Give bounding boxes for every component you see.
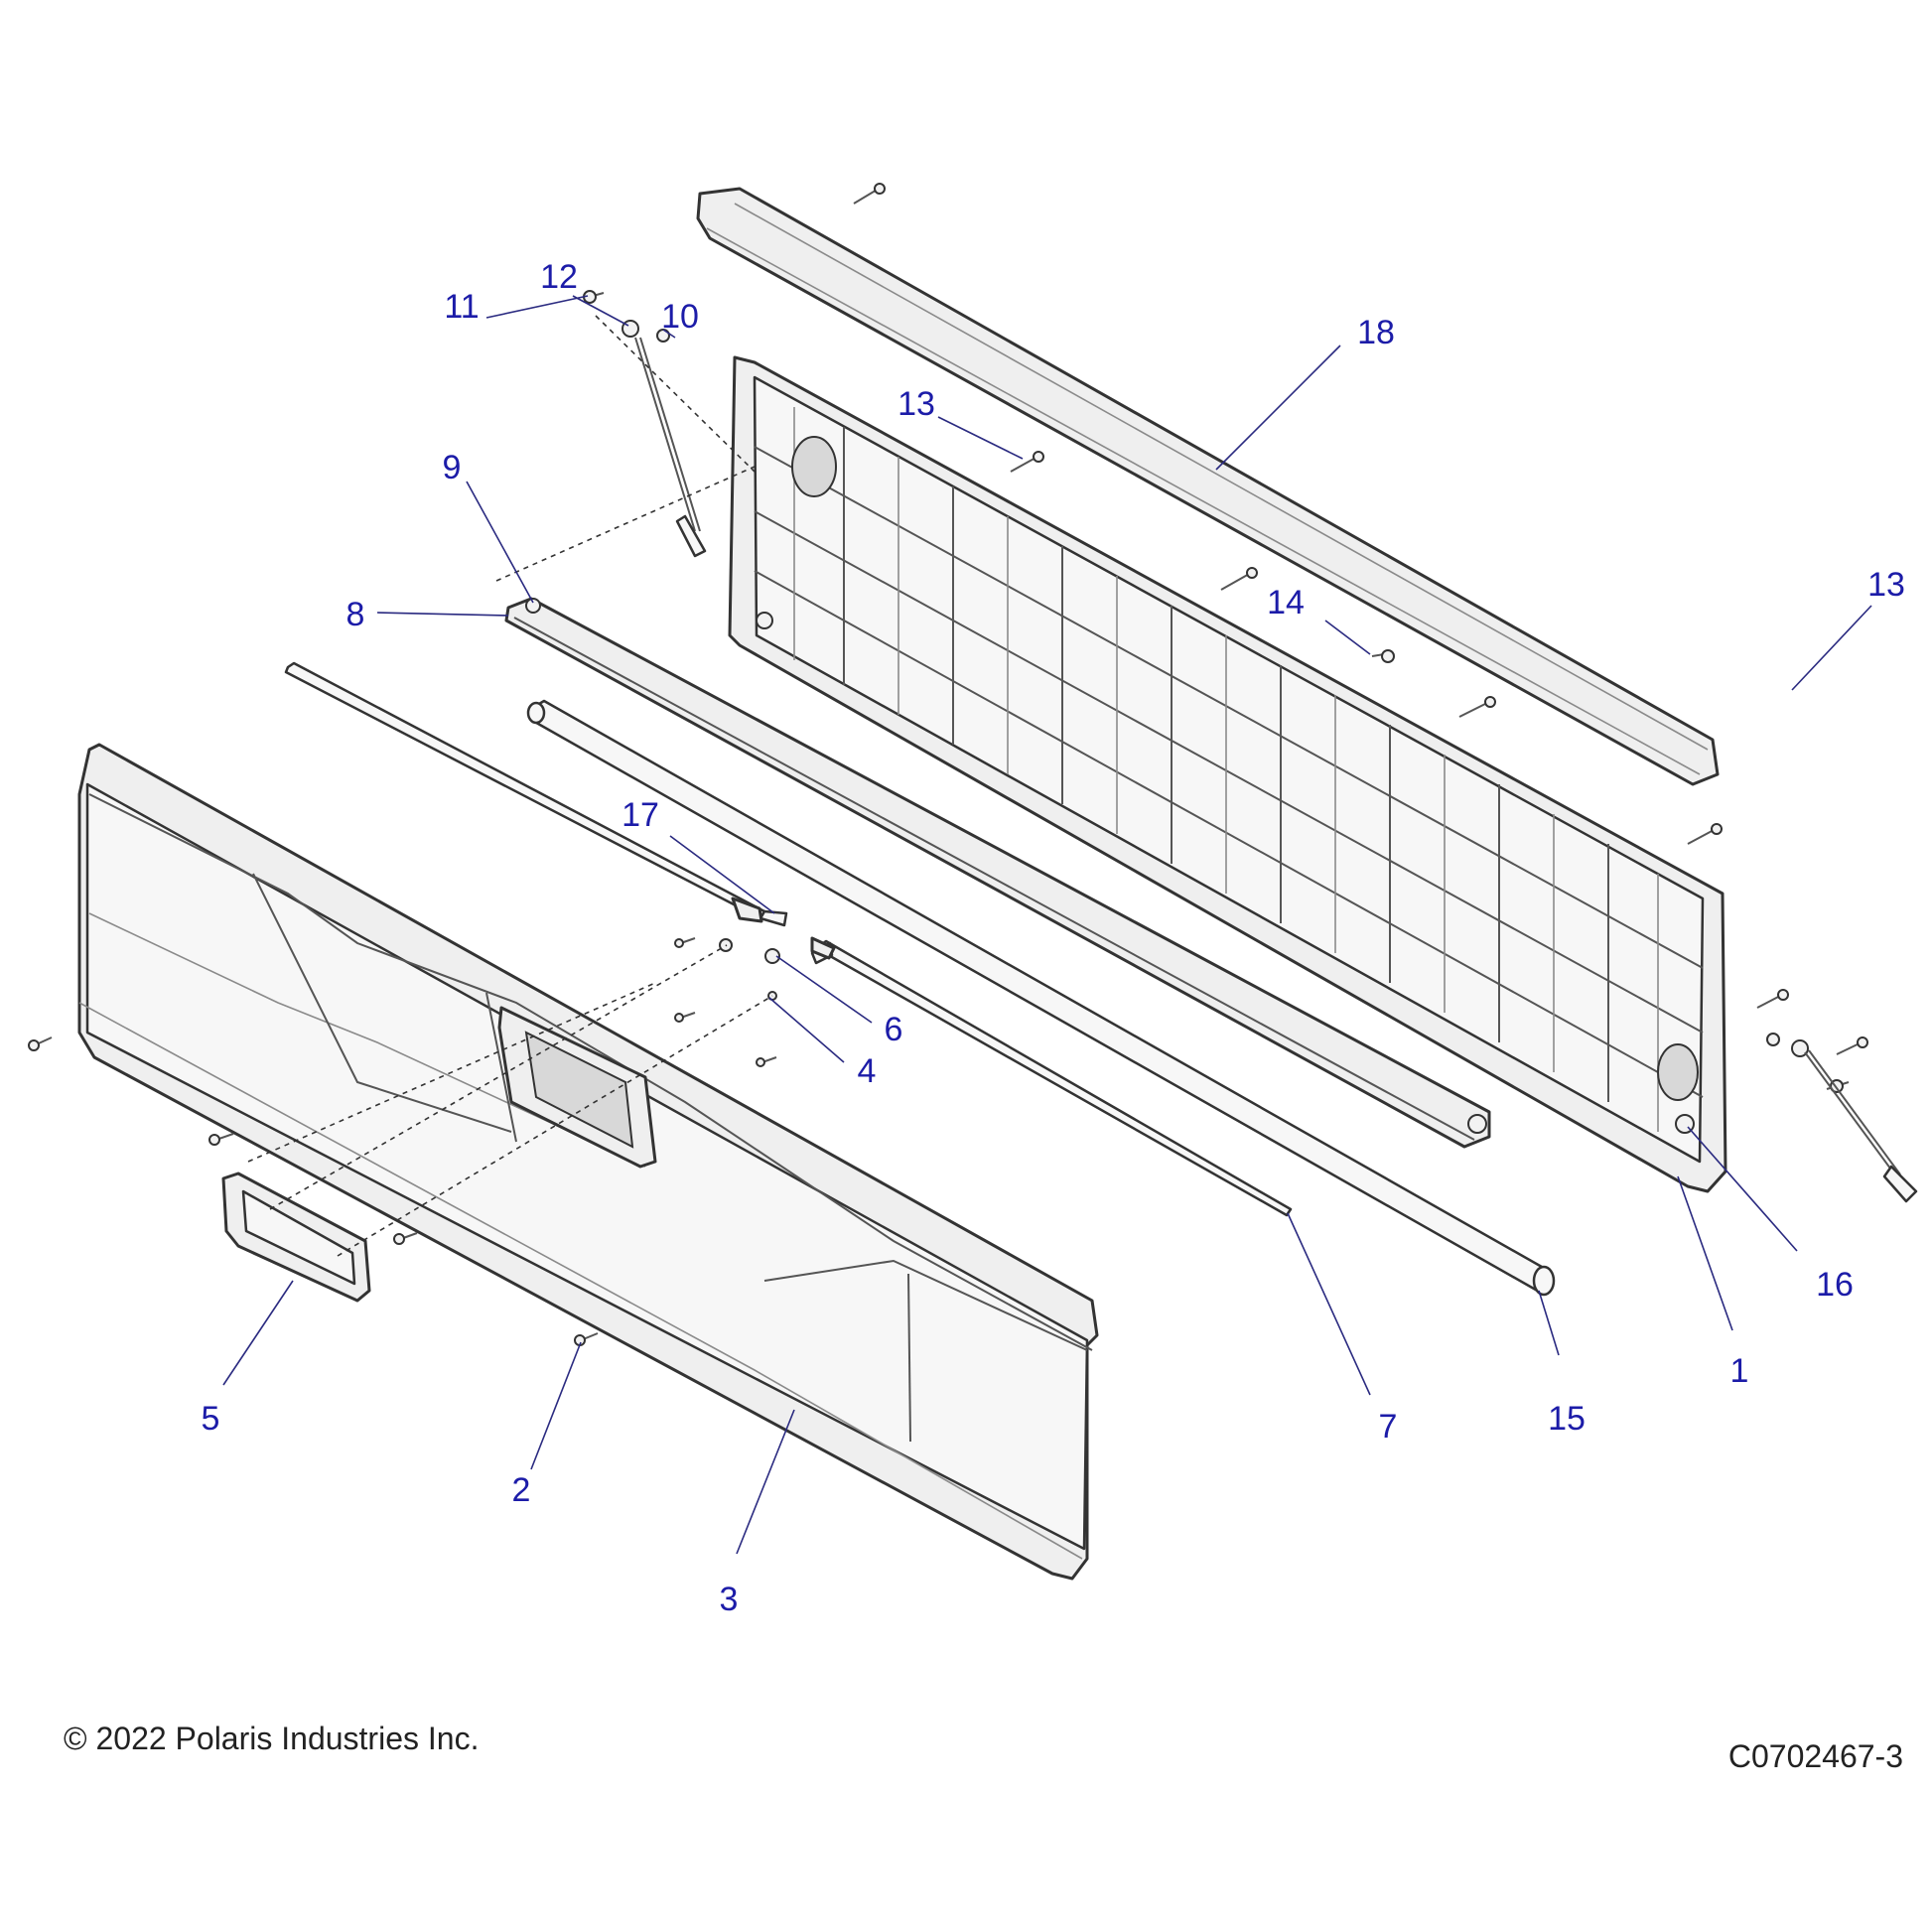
- leader-lines: [222, 295, 1872, 1555]
- washer-icon: [1791, 1039, 1809, 1057]
- fasteners: [28, 183, 1868, 1346]
- bolt-icon: [1458, 696, 1496, 718]
- bolt-icon: [393, 1232, 418, 1245]
- callout-17: 17: [621, 796, 659, 834]
- support-cable-left: [634, 337, 707, 558]
- callout-1: 1: [1730, 1352, 1749, 1390]
- callout-8: 8: [346, 596, 365, 633]
- washer-icon: [764, 948, 780, 964]
- callout-9: 9: [443, 449, 462, 486]
- bolt-icon: [1010, 451, 1044, 473]
- callout-16: 16: [1816, 1266, 1854, 1304]
- callout-12: 12: [540, 258, 578, 296]
- outer-tailgate-panel: [77, 743, 1099, 1581]
- hinge-hole: [756, 612, 773, 629]
- bolt-icon: [1756, 989, 1789, 1009]
- channel-end: [525, 598, 541, 614]
- bolt-icon: [674, 937, 696, 948]
- callouts: 1 2 3 4 5 6 7 8 9 10 11 12 13 13 14 15 1…: [202, 258, 1905, 1618]
- bolt-icon: [1836, 1036, 1868, 1055]
- diagram-code: C0702467-3: [1728, 1738, 1903, 1774]
- bolt-icon: [574, 1332, 599, 1346]
- callout-13-right: 13: [1867, 566, 1905, 604]
- bolt-icon: [674, 1012, 696, 1023]
- bolt-icon: [1220, 567, 1258, 591]
- copyright-text: © 2022 Polaris Industries Inc.: [64, 1721, 479, 1756]
- bolt-icon: [756, 1056, 777, 1067]
- bolt-icon: [853, 183, 886, 205]
- callout-3: 3: [720, 1581, 739, 1618]
- top-cap-rail: [696, 187, 1720, 786]
- panel-pocket: [791, 436, 837, 497]
- washer-icon: [1766, 1033, 1780, 1046]
- callout-7: 7: [1379, 1408, 1398, 1446]
- bolt-icon: [1687, 823, 1723, 845]
- callout-6: 6: [885, 1011, 903, 1048]
- support-cable-right: [1804, 1049, 1918, 1203]
- handle-bezel: [221, 1172, 371, 1303]
- callout-10: 10: [661, 298, 699, 336]
- bolt-icon: [28, 1036, 53, 1051]
- handle-opening: [497, 1006, 657, 1169]
- callout-11: 11: [444, 288, 479, 326]
- assembly-lines: [247, 315, 773, 1257]
- bolt-icon: [1371, 649, 1395, 663]
- callout-4: 4: [858, 1052, 877, 1090]
- callout-5: 5: [202, 1400, 220, 1438]
- callout-13-upper: 13: [897, 385, 935, 423]
- callout-2: 2: [512, 1471, 531, 1509]
- panel-ribs: [754, 407, 1704, 1132]
- callout-15: 15: [1548, 1400, 1586, 1438]
- channel-end: [1467, 1114, 1487, 1134]
- bolt-icon: [208, 1133, 234, 1146]
- torsion-tube: [526, 699, 1556, 1297]
- callout-14: 14: [1267, 584, 1305, 621]
- callout-18: 18: [1357, 314, 1395, 351]
- latch-lever: [731, 897, 836, 960]
- inner-tailgate-panel: [728, 355, 1727, 1193]
- panel-pocket: [1657, 1043, 1699, 1101]
